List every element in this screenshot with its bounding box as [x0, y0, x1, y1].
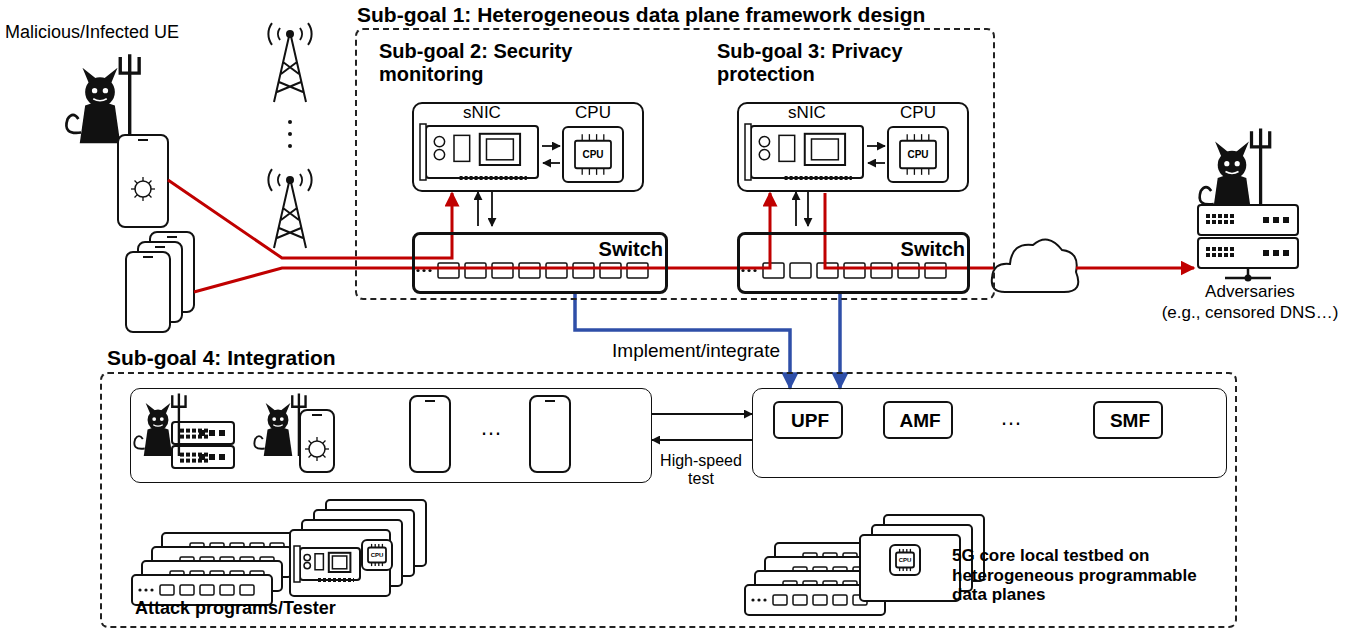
data-path-arrow: [807, 192, 809, 226]
connector-arrow: [652, 413, 752, 415]
phone-icon: [410, 396, 450, 472]
cpu-chip: [888, 127, 948, 182]
devil-icon: [1200, 129, 1270, 215]
smartnic-card: [420, 124, 538, 180]
chip-label: CPU: [575, 141, 611, 169]
component-label: CPU: [563, 103, 623, 123]
integration-region: Sub-goal 4: Integration……UPFAMFSMF: [100, 372, 1237, 628]
switch-ports: [741, 263, 946, 278]
devil-icon: [66, 54, 139, 143]
cpu-chip: [362, 540, 392, 570]
tester-group: …: [130, 388, 652, 483]
chip-label: CPU: [368, 548, 386, 563]
server-card: [860, 535, 960, 601]
server-unit: [1198, 205, 1298, 235]
node-label: SMF: [1095, 410, 1165, 432]
edge-label: High-speed test: [655, 452, 747, 489]
caption-label: Attack programs/Tester: [135, 598, 435, 619]
chip-label: CPU: [896, 553, 914, 568]
component-label: sNIC: [772, 103, 842, 123]
ellipsis-dot: [288, 132, 292, 136]
cell-tower: [268, 169, 311, 248]
data-path-arrow: [543, 162, 560, 164]
node-label: Sub-goal 3: Privacy protection: [717, 40, 952, 86]
traffic-flow: [168, 180, 452, 258]
switch-ports: [751, 595, 867, 605]
cpu-chip: [563, 127, 623, 182]
phone-icon: [530, 396, 570, 472]
data-path-arrow: [542, 145, 560, 147]
data-path-arrow: [491, 192, 493, 226]
connector-arrow: [652, 439, 752, 441]
adversary-note: (e.g., censored DNS…): [1155, 303, 1345, 323]
component-label: CPU: [888, 103, 948, 123]
device-label: Malicious/Infected UE: [5, 22, 205, 43]
framework-region: Sub-goal 1: Heterogeneous data plane fra…: [355, 28, 995, 300]
node-label: Switch: [828, 238, 965, 261]
server-unit: [172, 422, 234, 444]
data-path-arrow: [867, 145, 885, 147]
data-path-arrow: [477, 192, 479, 226]
devil-icon: [134, 393, 185, 456]
node-label: …: [471, 415, 511, 440]
ellipsis-dot: [288, 120, 292, 124]
phone-icon: [126, 252, 170, 332]
node-label: Switch: [525, 238, 663, 261]
node-label: Sub-goal 2: Security monitoring: [379, 40, 614, 86]
cell-tower: [268, 23, 311, 102]
switch-box: Switch: [737, 232, 970, 294]
caption-label: 5G core local testbed on heterogeneous p…: [952, 546, 1230, 605]
node-label: AMF: [885, 410, 955, 432]
server-stand-dot: [1245, 275, 1252, 282]
server-unit: [1198, 238, 1298, 268]
cpu-chip: [890, 545, 920, 575]
switch-ports: [138, 585, 254, 595]
server-unit: [172, 446, 234, 468]
devil-icon: [254, 393, 305, 456]
adversary-label: Adversaries: [1155, 282, 1345, 302]
network-function: SMF: [1093, 401, 1163, 439]
traffic-flow: [194, 193, 770, 292]
traffic-flow: [1076, 267, 1194, 270]
smartnic-card: [745, 124, 863, 180]
node-label: …: [991, 405, 1031, 430]
data-path-arrow: [868, 162, 885, 164]
node-label: Sub-goal 4: Integration: [107, 346, 527, 370]
edge-label: Implement/integrate: [540, 340, 780, 362]
node-label: UPF: [775, 410, 845, 432]
internet-cloud: [992, 240, 1079, 292]
chip-label: CPU: [900, 141, 936, 169]
smartnic-card: [294, 546, 360, 582]
component-label: sNIC: [447, 103, 517, 123]
network-function: AMF: [883, 401, 953, 439]
ellipsis-dot: [288, 144, 292, 148]
network-function: UPF: [773, 401, 843, 439]
core-group: … UPF AMF SMF: [752, 388, 1227, 478]
phone-icon: [300, 410, 334, 472]
phone-icon: [118, 135, 168, 227]
data-path-arrow: [795, 192, 797, 226]
node-label: Sub-goal 1: Heterogeneous data plane fra…: [357, 3, 997, 27]
switch-box: Switch: [412, 232, 668, 294]
switch-ports: [416, 263, 648, 278]
